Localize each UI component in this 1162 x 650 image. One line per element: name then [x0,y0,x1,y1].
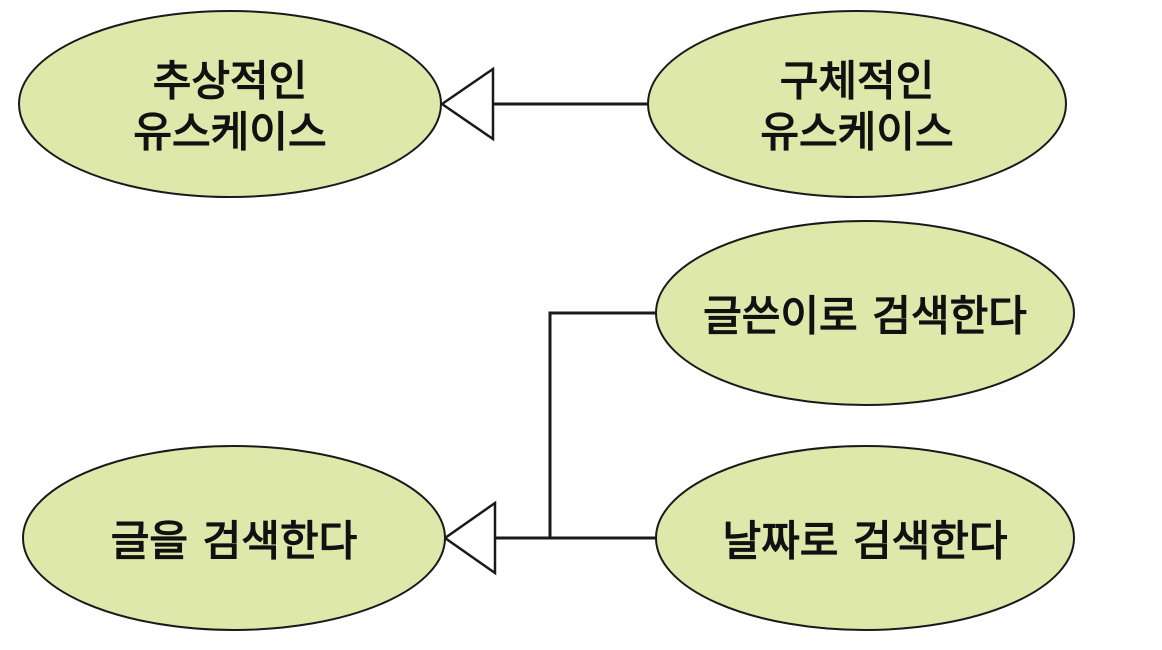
generalization-arrowhead [439,66,495,142]
usecase-abstract: 추상적인 유스케이스 [18,10,442,198]
usecase-label: 날짜로 검색한다 [722,517,1007,566]
usecase-label-line1: 구체적인 [780,57,935,106]
usecase-ellipse [655,220,1075,406]
usecase-ellipse [22,445,446,631]
usecase-search-by-author: 글쓴이로 검색한다 [655,220,1075,406]
usecase-label: 글쓴이로 검색한다 [703,292,1027,341]
edge-line-search-by-author [548,311,656,538]
generalization-arrowhead [442,500,497,576]
usecase-label-line2: 유스케이스 [133,108,326,157]
usecase-search-by-date: 날짜로 검색한다 [655,445,1075,631]
usecase-ellipse [18,10,442,198]
usecase-ellipse [647,10,1067,198]
usecase-label: 글을 검색한다 [111,517,358,566]
generalization-concrete-to-abstract [439,66,648,142]
usecase-label-line2: 유스케이스 [760,108,953,157]
generalization-searches-to-search-post [442,311,656,576]
usecase-concrete: 구체적인 유스케이스 [647,10,1067,198]
usecase-search-post: 글을 검색한다 [22,445,446,631]
usecase-ellipse [655,445,1075,631]
usecase-label-line1: 추상적인 [153,57,308,106]
